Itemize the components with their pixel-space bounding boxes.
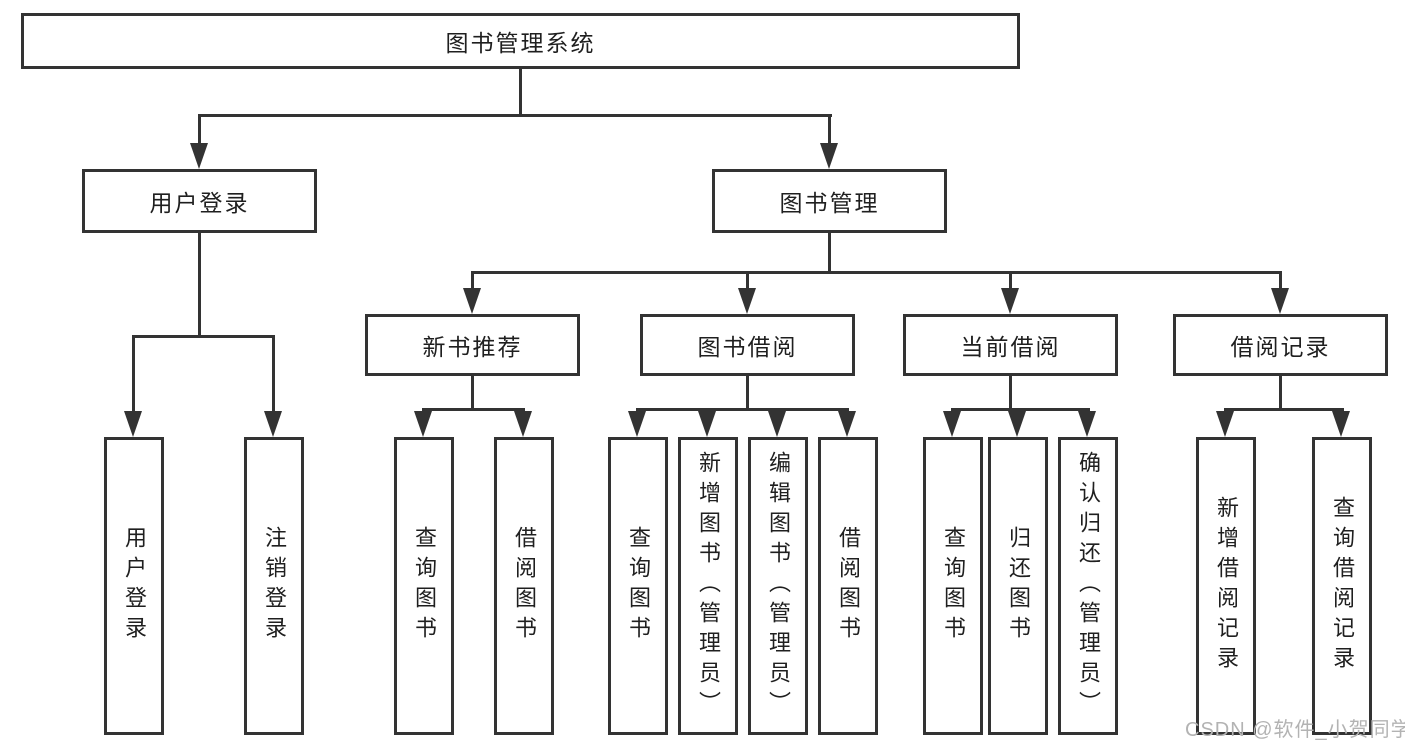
leaf-records-query-record: 查询借阅记录 [1312, 437, 1372, 735]
arrowhead-down [820, 143, 838, 169]
drop-line [471, 271, 474, 291]
leaf-borrow-query-books-label: 查询图书 [626, 526, 651, 646]
leaf-borrow-edit-books-admin-label: 编辑图书（管理员） [766, 451, 791, 721]
arrowhead-down [1332, 411, 1350, 437]
arrowhead-down [738, 288, 756, 314]
stem-line [828, 231, 831, 274]
bar-line [132, 335, 275, 338]
stem-line [471, 374, 474, 411]
leaf-borrow-borrow-books: 借阅图书 [818, 437, 878, 735]
leaf-borrow-query-books: 查询图书 [608, 437, 668, 735]
drop-line [1279, 271, 1282, 291]
csdn-watermark: CSDN @软件_小贺同学 [1185, 719, 1405, 741]
node-root-label: 图书管理系统 [445, 30, 596, 56]
node-book-mgmt-label: 图书管理 [779, 190, 880, 216]
node-new-books: 新书推荐 [365, 314, 580, 376]
leaf-records-add-record: 新增借阅记录 [1196, 437, 1256, 735]
node-borrow-records: 借阅记录 [1173, 314, 1388, 376]
leaf-current-query-books: 查询图书 [923, 437, 983, 735]
arrowhead-down [1271, 288, 1289, 314]
arrowhead-down [514, 411, 532, 437]
arrowhead-down [264, 411, 282, 437]
leaf-borrow-add-books-admin-label: 新增图书（管理员） [696, 451, 721, 721]
leaf-newbooks-query-books-label: 查询图书 [412, 526, 437, 646]
stem-line [198, 231, 201, 338]
node-book-mgmt: 图书管理 [712, 169, 947, 233]
leaf-logout: 注销登录 [244, 437, 304, 735]
stem-line [1279, 374, 1282, 411]
leaf-current-return-books-label: 归还图书 [1006, 526, 1031, 646]
arrowhead-down [124, 411, 142, 437]
leaf-current-confirm-return-admin-label: 确认归还（管理员） [1076, 451, 1101, 721]
arrowhead-down [628, 411, 646, 437]
drop-line [828, 114, 831, 147]
leaf-current-confirm-return-admin: 确认归还（管理员） [1058, 437, 1118, 735]
stem-line [1009, 374, 1012, 411]
node-book-borrow-label: 图书借阅 [697, 334, 798, 360]
node-root: 图书管理系统 [21, 13, 1020, 69]
node-current-borrow-label: 当前借阅 [960, 334, 1061, 360]
leaf-borrow-add-books-admin: 新增图书（管理员） [678, 437, 738, 735]
drop-line [132, 335, 135, 413]
node-user-login: 用户登录 [82, 169, 317, 233]
leaf-newbooks-borrow-books: 借阅图书 [494, 437, 554, 735]
bar-line [1224, 408, 1344, 411]
leaf-borrow-borrow-books-label: 借阅图书 [836, 526, 861, 646]
arrowhead-down [463, 288, 481, 314]
leaf-user-login-label: 用户登录 [122, 526, 147, 646]
drop-line [198, 114, 201, 147]
bar-line [951, 408, 1090, 411]
node-book-borrow: 图书借阅 [640, 314, 855, 376]
leaf-current-query-books-label: 查询图书 [941, 526, 966, 646]
arrowhead-down [414, 411, 432, 437]
leaf-newbooks-borrow-books-label: 借阅图书 [512, 526, 537, 646]
arrowhead-down [838, 411, 856, 437]
bar-line [422, 408, 525, 411]
leaf-borrow-edit-books-admin: 编辑图书（管理员） [748, 437, 808, 735]
arrowhead-down [698, 411, 716, 437]
leaf-logout-label: 注销登录 [262, 526, 287, 646]
node-user-login-label: 用户登录 [149, 190, 250, 216]
arrowhead-down [1216, 411, 1234, 437]
arrowhead-down [1008, 411, 1026, 437]
node-borrow-records-label: 借阅记录 [1230, 334, 1331, 360]
arrowhead-down [1078, 411, 1096, 437]
stem-line [746, 374, 749, 411]
arrowhead-down [943, 411, 961, 437]
leaf-records-add-record-label: 新增借阅记录 [1214, 496, 1239, 676]
arrowhead-down [768, 411, 786, 437]
node-new-books-label: 新书推荐 [422, 334, 523, 360]
bar-line [471, 271, 1282, 274]
arrowhead-down [1001, 288, 1019, 314]
drop-line [746, 271, 749, 291]
leaf-newbooks-query-books: 查询图书 [394, 437, 454, 735]
arrowhead-down [190, 143, 208, 169]
leaf-current-return-books: 归还图书 [988, 437, 1048, 735]
drop-line [1009, 271, 1012, 291]
leaf-records-query-record-label: 查询借阅记录 [1330, 496, 1355, 676]
drop-line [272, 335, 275, 413]
bar-line [198, 114, 832, 117]
leaf-user-login: 用户登录 [104, 437, 164, 735]
node-current-borrow: 当前借阅 [903, 314, 1118, 376]
stem-line [519, 66, 522, 114]
bar-line [636, 408, 849, 411]
